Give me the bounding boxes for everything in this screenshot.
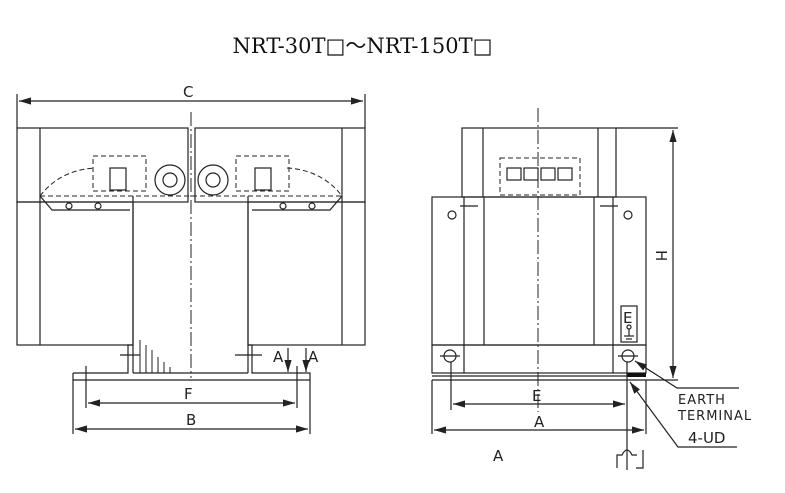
- drawing-title: NRT-30T□～NRT-150T□: [232, 34, 493, 58]
- view-a-label: A: [493, 447, 504, 465]
- hole-leader: [629, 381, 737, 448]
- earth-mark: E: [623, 309, 632, 327]
- side-view: E H E A EARTH TERMINAL 4-UD A: [431, 108, 752, 470]
- earth-symbol-box: [620, 305, 638, 343]
- hole-callout-label: 4-UD: [688, 429, 726, 447]
- section-a-label-1: A: [273, 348, 284, 366]
- earth-terminal-label-2: TERMINAL: [677, 409, 752, 424]
- dimension-c-label: C: [183, 83, 193, 101]
- front-view: C A A F B: [16, 83, 366, 434]
- slot-detail-icon: [616, 449, 644, 469]
- dimension-b-label: B: [186, 411, 196, 429]
- section-a-label-2: A: [308, 348, 319, 366]
- dimension-a-label: A: [534, 413, 545, 431]
- earth-terminal-leader: [634, 360, 739, 389]
- terminal-block: [499, 157, 581, 196]
- earth-terminal-label-1: EARTH: [678, 393, 726, 408]
- dimension-f-label: F: [184, 385, 193, 403]
- bushing-icon: [197, 164, 229, 196]
- bushing-icon: [154, 164, 186, 196]
- dimension-e-label: E: [532, 387, 541, 405]
- dimension-h-label: H: [652, 250, 670, 261]
